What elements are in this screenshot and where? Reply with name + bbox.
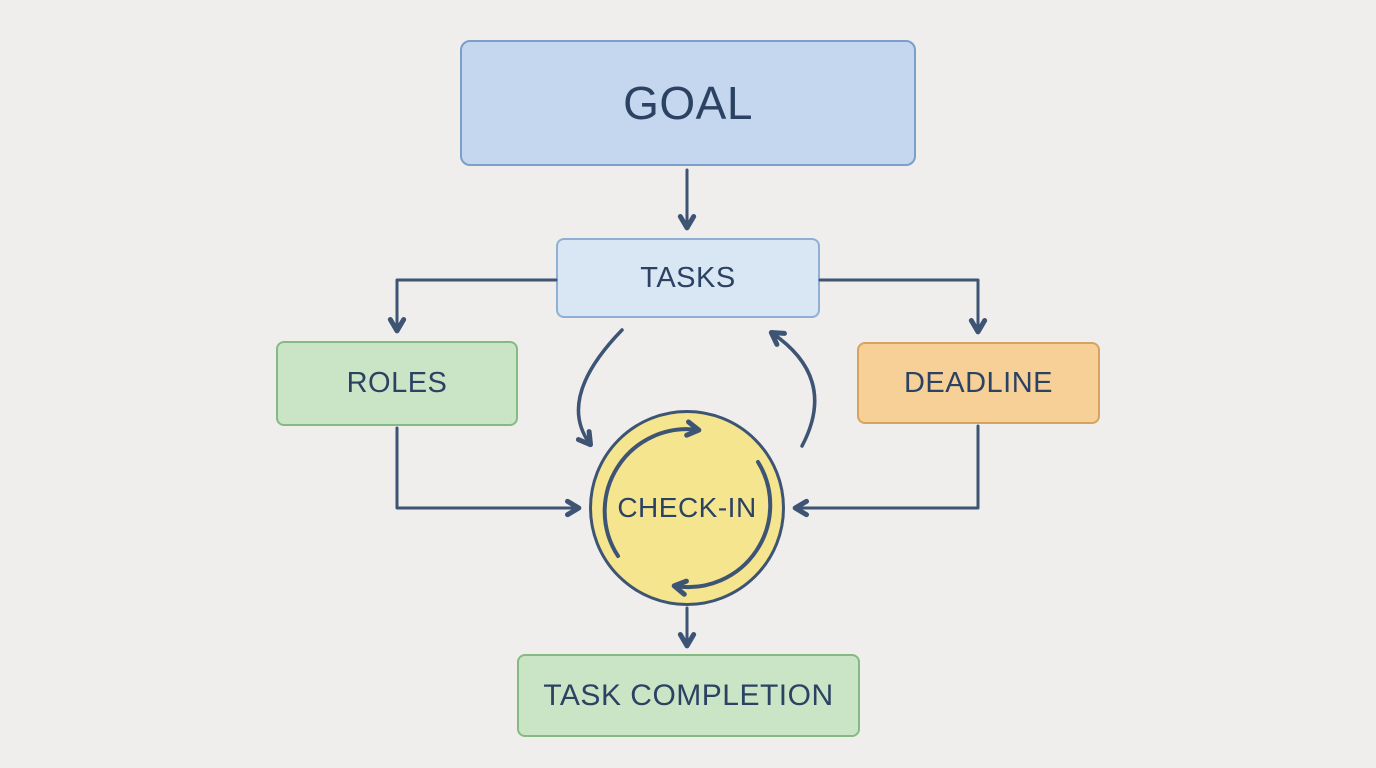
edge-tasks-checkin-curved	[575, 328, 624, 448]
roles-node: ROLES	[276, 341, 518, 426]
edge-deadline-checkin	[792, 424, 980, 518]
deadline-label: DEADLINE	[903, 366, 1054, 399]
tasks-node: TASKS	[556, 238, 820, 318]
checkin-node: CHECK-IN	[589, 410, 785, 606]
edge-tasks-roles	[387, 278, 558, 334]
edge-roles-checkin	[395, 426, 582, 518]
task-completion-label: TASK COMPLETION	[543, 678, 834, 712]
checkin-label: CHECK-IN	[617, 492, 757, 523]
goal-label: GOAL	[623, 77, 753, 129]
roles-label: ROLES	[346, 367, 448, 399]
tasks-label: TASKS	[640, 261, 736, 294]
edge-tasks-deadline	[818, 278, 988, 335]
edge-checkin-tasks-curved	[768, 330, 817, 448]
deadline-node: DEADLINE	[857, 342, 1100, 424]
goal-node: GOAL	[460, 40, 916, 166]
task-completion-node: TASK COMPLETION	[517, 654, 860, 737]
